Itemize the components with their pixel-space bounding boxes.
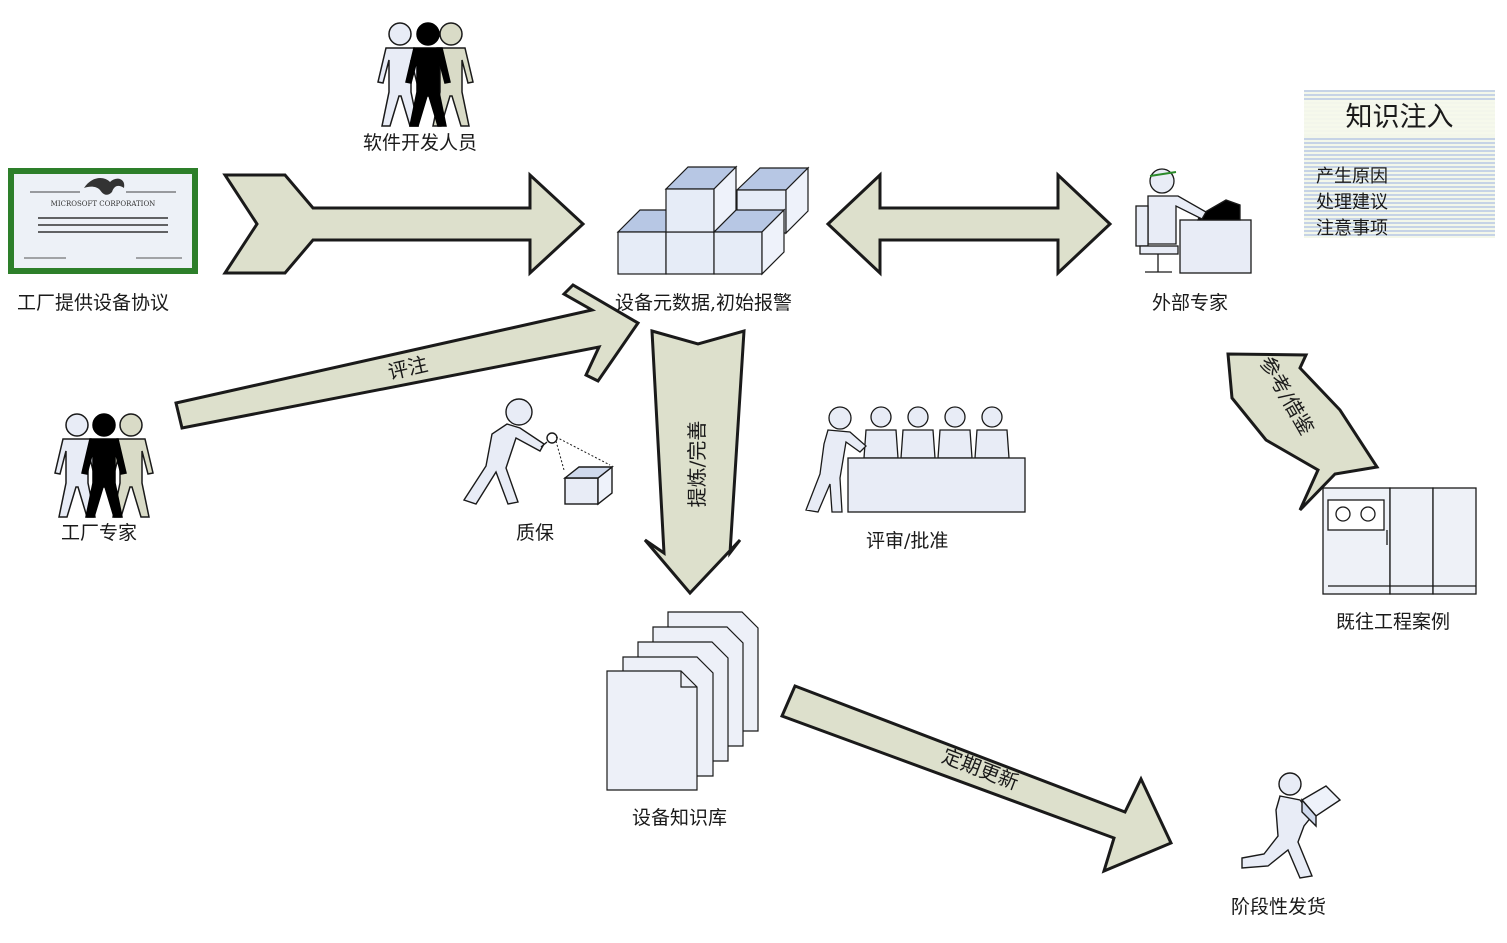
past-cases-cabinet-icon xyxy=(1322,487,1477,595)
label-factory-protocol: 工厂提供设备协议 xyxy=(17,292,170,314)
label-factory-expert: 工厂专家 xyxy=(61,522,138,544)
label-review: 评审/批准 xyxy=(866,530,949,552)
arrow-metadata-external-expert xyxy=(825,171,1113,277)
knowledge-base-documents-icon xyxy=(606,611,759,791)
arrow-protocol-to-metadata xyxy=(222,171,586,277)
label-metadata: 设备元数据,初始报警 xyxy=(615,292,793,314)
knowledge-injection-panel: 知识注入 产生原因 处理建议 注意事项 xyxy=(1304,90,1495,239)
arrow-refine-label: 提炼/完善 xyxy=(685,421,709,508)
knowledge-panel-title: 知识注入 xyxy=(1304,100,1495,136)
shipment-courier-icon xyxy=(1241,772,1342,879)
metadata-cubes-icon xyxy=(616,165,810,276)
knowledge-panel-item: 产生原因 xyxy=(1316,166,1388,187)
arrow-refine xyxy=(643,328,746,596)
arrow-annotate xyxy=(174,283,641,430)
label-shipment: 阶段性发货 xyxy=(1231,896,1327,918)
label-past-cases: 既往工程案例 xyxy=(1336,611,1451,633)
knowledge-panel-item: 处理建议 xyxy=(1316,192,1388,213)
label-external-expert: 外部专家 xyxy=(1152,292,1229,314)
label-knowledge-base: 设备知识库 xyxy=(632,807,728,829)
arrow-reference xyxy=(1226,352,1380,512)
knowledge-panel-item: 注意事项 xyxy=(1316,218,1388,239)
quality-assurance-icon xyxy=(462,398,615,506)
label-qa: 质保 xyxy=(516,522,555,544)
arrow-update xyxy=(779,684,1174,874)
factory-experts-icon xyxy=(54,413,154,518)
review-board-icon xyxy=(805,406,1026,513)
certificate-text: MICROSOFT CORPORATION xyxy=(51,200,156,208)
software-developers-icon xyxy=(377,22,474,127)
external-expert-icon xyxy=(1135,168,1252,274)
certificate-icon: MICROSOFT CORPORATION xyxy=(8,168,198,274)
label-software-developers: 软件开发人员 xyxy=(363,132,478,154)
